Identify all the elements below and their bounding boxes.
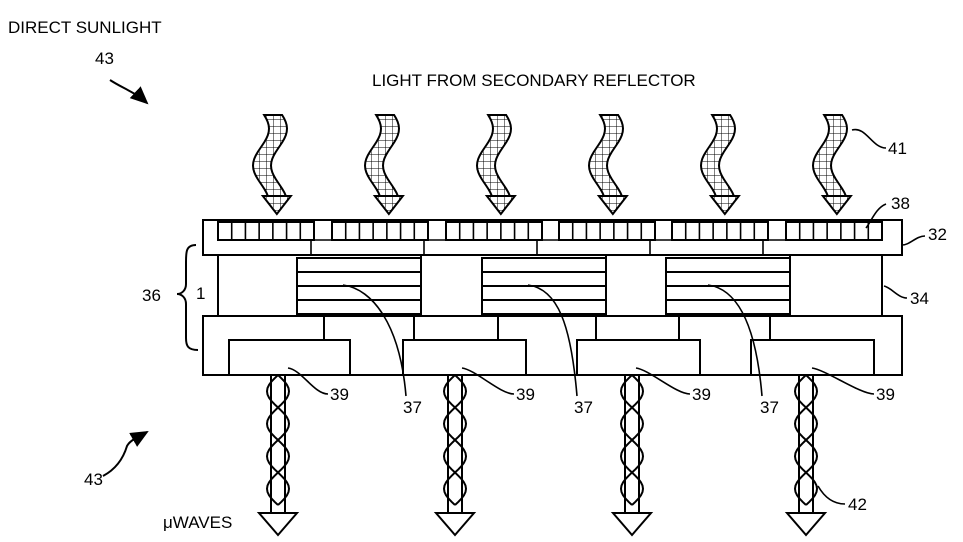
- incoming-light-arrows: [251, 114, 853, 216]
- microwave-head: [784, 512, 828, 537]
- ref-43-bottom: 43: [84, 470, 103, 489]
- solar-cell-stacks: [217, 255, 791, 316]
- ref-36: 36: [142, 286, 161, 305]
- leader-39: [811, 367, 875, 395]
- microwave-wave: [619, 374, 645, 506]
- microwave-arrow: [256, 374, 300, 537]
- ref-41: 41: [888, 139, 907, 158]
- ref-37: 37: [574, 398, 593, 417]
- antenna-element: [750, 339, 875, 376]
- ref-38: 38: [891, 194, 910, 213]
- leader-39: [635, 367, 691, 395]
- light-arrow: [811, 114, 853, 216]
- leader-42: [817, 485, 846, 505]
- leader-34: [883, 285, 908, 299]
- microwave-arrow: [610, 374, 654, 537]
- light-arrow: [587, 114, 629, 216]
- cell-row: [558, 221, 656, 241]
- brace-36: [176, 244, 199, 351]
- leader-37: [527, 284, 578, 397]
- leader-37: [707, 284, 763, 397]
- ref-39-group: 39 39 39 39: [330, 385, 895, 404]
- cell-stack: [296, 257, 422, 315]
- ref-39: 39: [692, 385, 711, 404]
- ref-43-top: 43: [95, 49, 114, 68]
- microwave-head: [433, 512, 477, 537]
- ref-37: 37: [403, 398, 422, 417]
- light-arrow: [475, 114, 517, 216]
- ref-39: 39: [516, 385, 535, 404]
- microwave-wave: [442, 374, 468, 506]
- antenna-element: [402, 339, 527, 376]
- microwaves-caption: μWAVES: [163, 513, 232, 532]
- ref-42: 42: [848, 495, 867, 514]
- antenna-element: [228, 339, 351, 376]
- ref-37: 37: [760, 398, 779, 417]
- light-arrow-body: [811, 114, 849, 197]
- sunlight-pointer-top: [109, 79, 149, 105]
- top-cell-rows: [217, 221, 883, 255]
- leader-37: [342, 284, 407, 397]
- ref-39: 39: [876, 385, 895, 404]
- cell-row: [331, 221, 429, 241]
- microwave-wave: [265, 374, 291, 506]
- light-arrow-head: [596, 195, 629, 216]
- light-arrow: [363, 114, 405, 216]
- leader-38: [865, 203, 887, 229]
- ref-37-group: 37 37 37: [403, 398, 779, 417]
- cell-row: [217, 221, 315, 241]
- leader-39: [287, 367, 329, 395]
- ref-1: 1: [196, 284, 205, 303]
- leader-39: [461, 367, 515, 395]
- microwave-wave: [793, 374, 819, 506]
- light-arrow-head: [484, 195, 517, 216]
- microwave-arrow: [784, 374, 828, 537]
- light-arrow-body: [251, 114, 289, 197]
- light-arrow-body: [699, 114, 737, 197]
- leader-32: [901, 235, 926, 246]
- ref-39: 39: [330, 385, 349, 404]
- leader-41: [851, 128, 887, 149]
- light-arrow: [251, 114, 293, 216]
- light-arrow-body: [363, 114, 401, 197]
- light-arrow-head: [708, 195, 741, 216]
- cell-stack: [481, 257, 607, 315]
- cell-stack: [665, 257, 791, 315]
- cell-row: [671, 221, 769, 241]
- light-arrow-body: [475, 114, 513, 197]
- microwave-head: [610, 512, 654, 537]
- leader-lines: [287, 284, 875, 397]
- sunlight-pointer-bottom: [102, 431, 149, 477]
- cell-row: [445, 221, 543, 241]
- direct-sunlight-caption: DIRECT SUNLIGHT: [8, 18, 162, 37]
- light-arrow-head: [260, 195, 293, 216]
- light-arrow-body: [587, 114, 625, 197]
- light-arrow: [699, 114, 741, 216]
- ref-34: 34: [910, 289, 929, 308]
- microwave-arrows: [256, 374, 828, 537]
- microwave-arrow: [433, 374, 477, 537]
- antenna-element: [576, 339, 701, 376]
- ref-32: 32: [928, 225, 947, 244]
- reflector-light-caption: LIGHT FROM SECONDARY REFLECTOR: [372, 71, 696, 90]
- light-arrow-head: [820, 195, 853, 216]
- light-arrow-head: [372, 195, 405, 216]
- microwave-head: [256, 512, 300, 537]
